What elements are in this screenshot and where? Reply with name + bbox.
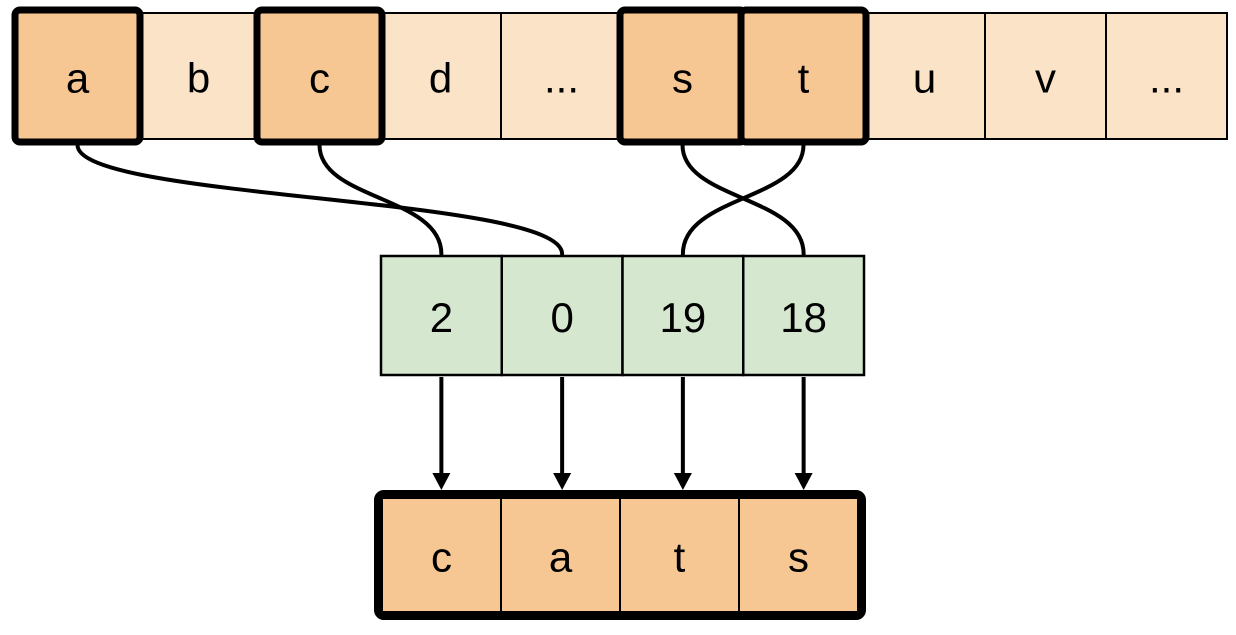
alphabet-cell-a-label: a [66,55,90,102]
word-row-outline [374,490,866,620]
arrow-head-0 [432,473,451,490]
alphabet-cell-v-label: v [1035,55,1056,102]
word-cell-c-label: c [431,534,452,581]
connection-curves [75,143,806,256]
alphabet-cell-s-label: s [672,55,693,102]
index-cell-0-box [500,254,624,377]
alphabet-cell-c-box [253,6,386,146]
index-cell-2-box [379,254,503,377]
alphabet-highlighted-cells [11,6,870,146]
word-cell-a-label: a [549,534,573,581]
alphabet-cell-ellipsis-box [1105,12,1228,140]
alphabet-cell-a-box [11,6,144,146]
word-cell-a-box [500,497,621,613]
word-cell-t-box [619,497,740,613]
curve-t-to-19 [680,143,806,256]
alphabet-cell-ellipsis-label: ... [544,55,579,102]
word-cell-s-box [738,497,859,613]
alphabet-cell-d-label: d [429,55,452,102]
index-cell-0-label: 0 [550,294,573,341]
word-cell-t-label: t [674,534,686,581]
alphabet-cell-u-label: u [913,55,936,102]
alphabet-plain-cells [137,12,1228,140]
alphabet-row: a b c d... s t u v... [11,6,1228,146]
curve-c-to-2 [317,143,444,256]
word-cell-s-label: s [788,534,809,581]
index-cell-19-label: 19 [660,294,707,341]
index-cell-2-label: 2 [430,294,453,341]
index-cell-18-box [742,254,866,377]
alphabet-cell-d-box [379,12,502,140]
alphabet-cell-v-box [984,12,1107,140]
index-cell-18-label: 18 [780,294,827,341]
alphabet-cell-c-label: c [309,55,330,102]
alphabet-cell-t-box [737,6,870,146]
alphabet-cell-t-label: t [798,55,810,102]
alphabet-cell-b-box [137,12,260,140]
alphabet-cell-ellipsis-box [500,12,623,140]
index-to-word-arrows [432,377,813,490]
arrow-head-2 [673,473,692,490]
alphabet-cell-ellipsis-label: ... [1149,55,1184,102]
arrow-head-3 [794,473,813,490]
curve-a-to-0 [75,143,565,256]
alphabet-cell-b-label: b [187,55,210,102]
arrow-head-1 [553,473,572,490]
